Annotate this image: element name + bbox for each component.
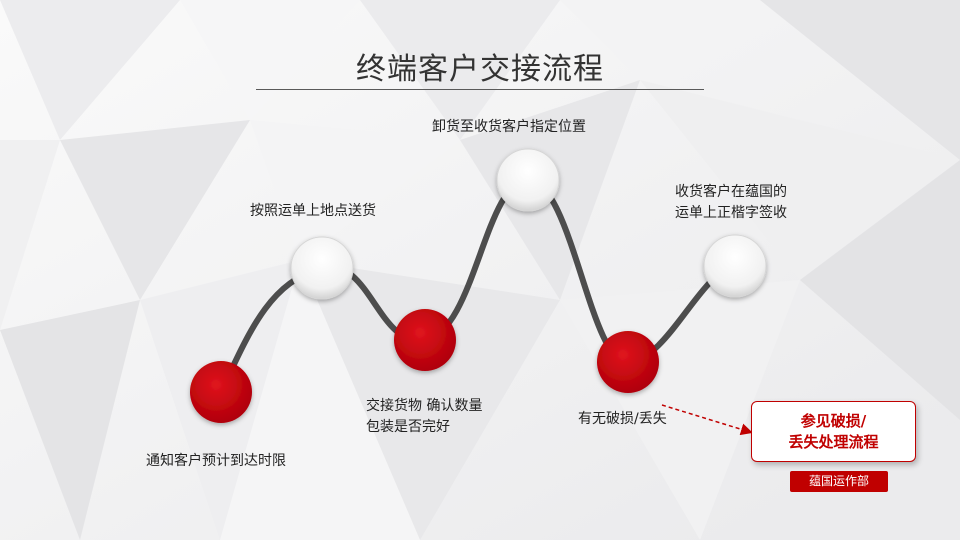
step-2-white-node — [290, 236, 354, 300]
reference-line-1: 参见破损/ — [800, 411, 867, 430]
reference-line-2: 丢失处理流程 — [788, 432, 879, 451]
step-6-white-node — [703, 234, 767, 298]
step-5-line-1: 有无破损/丢失 — [578, 411, 667, 427]
step-6-line-2: 运单上正楷字签收 — [675, 205, 787, 221]
page-title: 终端客户交接流程 — [356, 52, 604, 87]
step-2-label: 按照运单上地点送货 — [250, 201, 376, 222]
title-underline — [256, 89, 704, 90]
step-6-label: 收货客户在蕴国的 运单上正楷字签收 — [675, 182, 787, 224]
step-3-label: 交接货物 确认数量 包装是否完好 — [366, 396, 482, 438]
step-5-label: 有无破损/丢失 — [578, 409, 667, 430]
reference-process-box[interactable]: 参见破损/ 丢失处理流程 — [751, 401, 916, 462]
step-4-label: 卸货至收货客户指定位置 — [432, 117, 586, 138]
step-1-line-1: 通知客户预计到达时限 — [146, 453, 286, 469]
step-1-red-node — [190, 361, 252, 423]
step-6-line-1: 收货客户在蕴国的 — [675, 184, 787, 200]
step-2-line-1: 按照运单上地点送货 — [250, 203, 376, 219]
step-4-white-node — [496, 148, 560, 212]
reference-arrow — [661, 404, 753, 436]
step-3-line-2: 包装是否完好 — [366, 419, 450, 435]
step-3-line-1: 交接货物 确认数量 — [366, 398, 483, 414]
step-5-red-node — [597, 331, 659, 393]
step-4-line-1: 卸货至收货客户指定位置 — [432, 119, 586, 135]
step-1-label: 通知客户预计到达时限 — [146, 451, 286, 472]
department-tag: 蕴国运作部 — [790, 471, 888, 492]
step-3-red-node — [394, 309, 456, 371]
